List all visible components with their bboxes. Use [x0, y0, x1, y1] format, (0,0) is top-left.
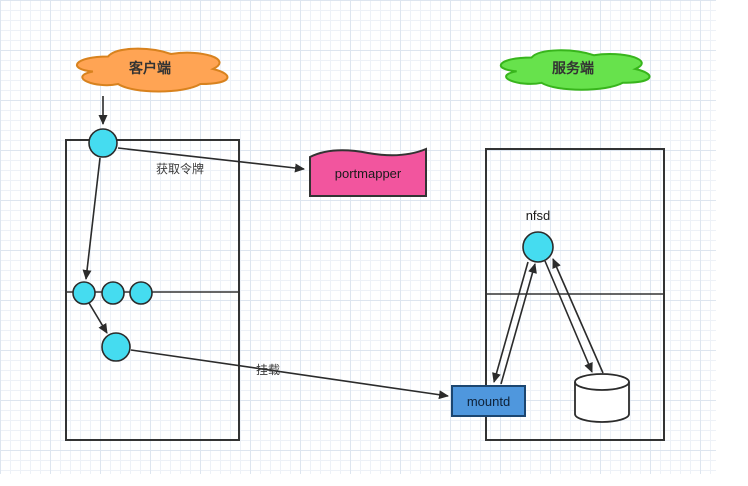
mountd-label: mountd [466, 394, 511, 409]
client-process-circle-row-2[interactable] [101, 281, 125, 305]
edge-nfsd-to-mountd[interactable] [492, 261, 529, 383]
edge-process-down[interactable] [82, 157, 101, 280]
edge-nfsd-to-storage[interactable] [544, 260, 593, 373]
server-cloud-label: 服务端 [552, 60, 594, 76]
client-process-circle-row-3[interactable] [129, 281, 153, 305]
storage-cylinder[interactable] [574, 373, 630, 423]
edge-label-get-token: 获取令牌 [156, 162, 205, 176]
client-cloud-label: 客户端 [129, 60, 171, 76]
edge-storage-to-nfsd[interactable] [552, 258, 604, 374]
edge-row-to-process[interactable] [88, 302, 108, 334]
cylinder-body[interactable] [574, 382, 630, 423]
client-process-circle-top[interactable] [88, 128, 118, 158]
portmapper-shape[interactable] [309, 147, 427, 197]
client-process-circle-bottom[interactable] [101, 332, 131, 362]
edge-get-token[interactable] [117, 147, 305, 173]
cylinder-top[interactable] [574, 373, 630, 391]
client-box[interactable] [65, 139, 240, 441]
edge-label-mount: 挂载 [256, 363, 281, 377]
server-cloud[interactable] [499, 49, 651, 91]
client-cloud[interactable] [76, 47, 229, 93]
edge-mountd-to-nfsd[interactable] [500, 263, 537, 385]
nfsd-label: nfsd [525, 208, 551, 223]
client-process-circle-row-1[interactable] [72, 281, 96, 305]
edge-mount[interactable] [130, 349, 449, 400]
nfsd-circle[interactable] [522, 231, 554, 263]
mountd-box[interactable] [451, 385, 526, 417]
portmapper-label: portmapper [334, 166, 402, 181]
